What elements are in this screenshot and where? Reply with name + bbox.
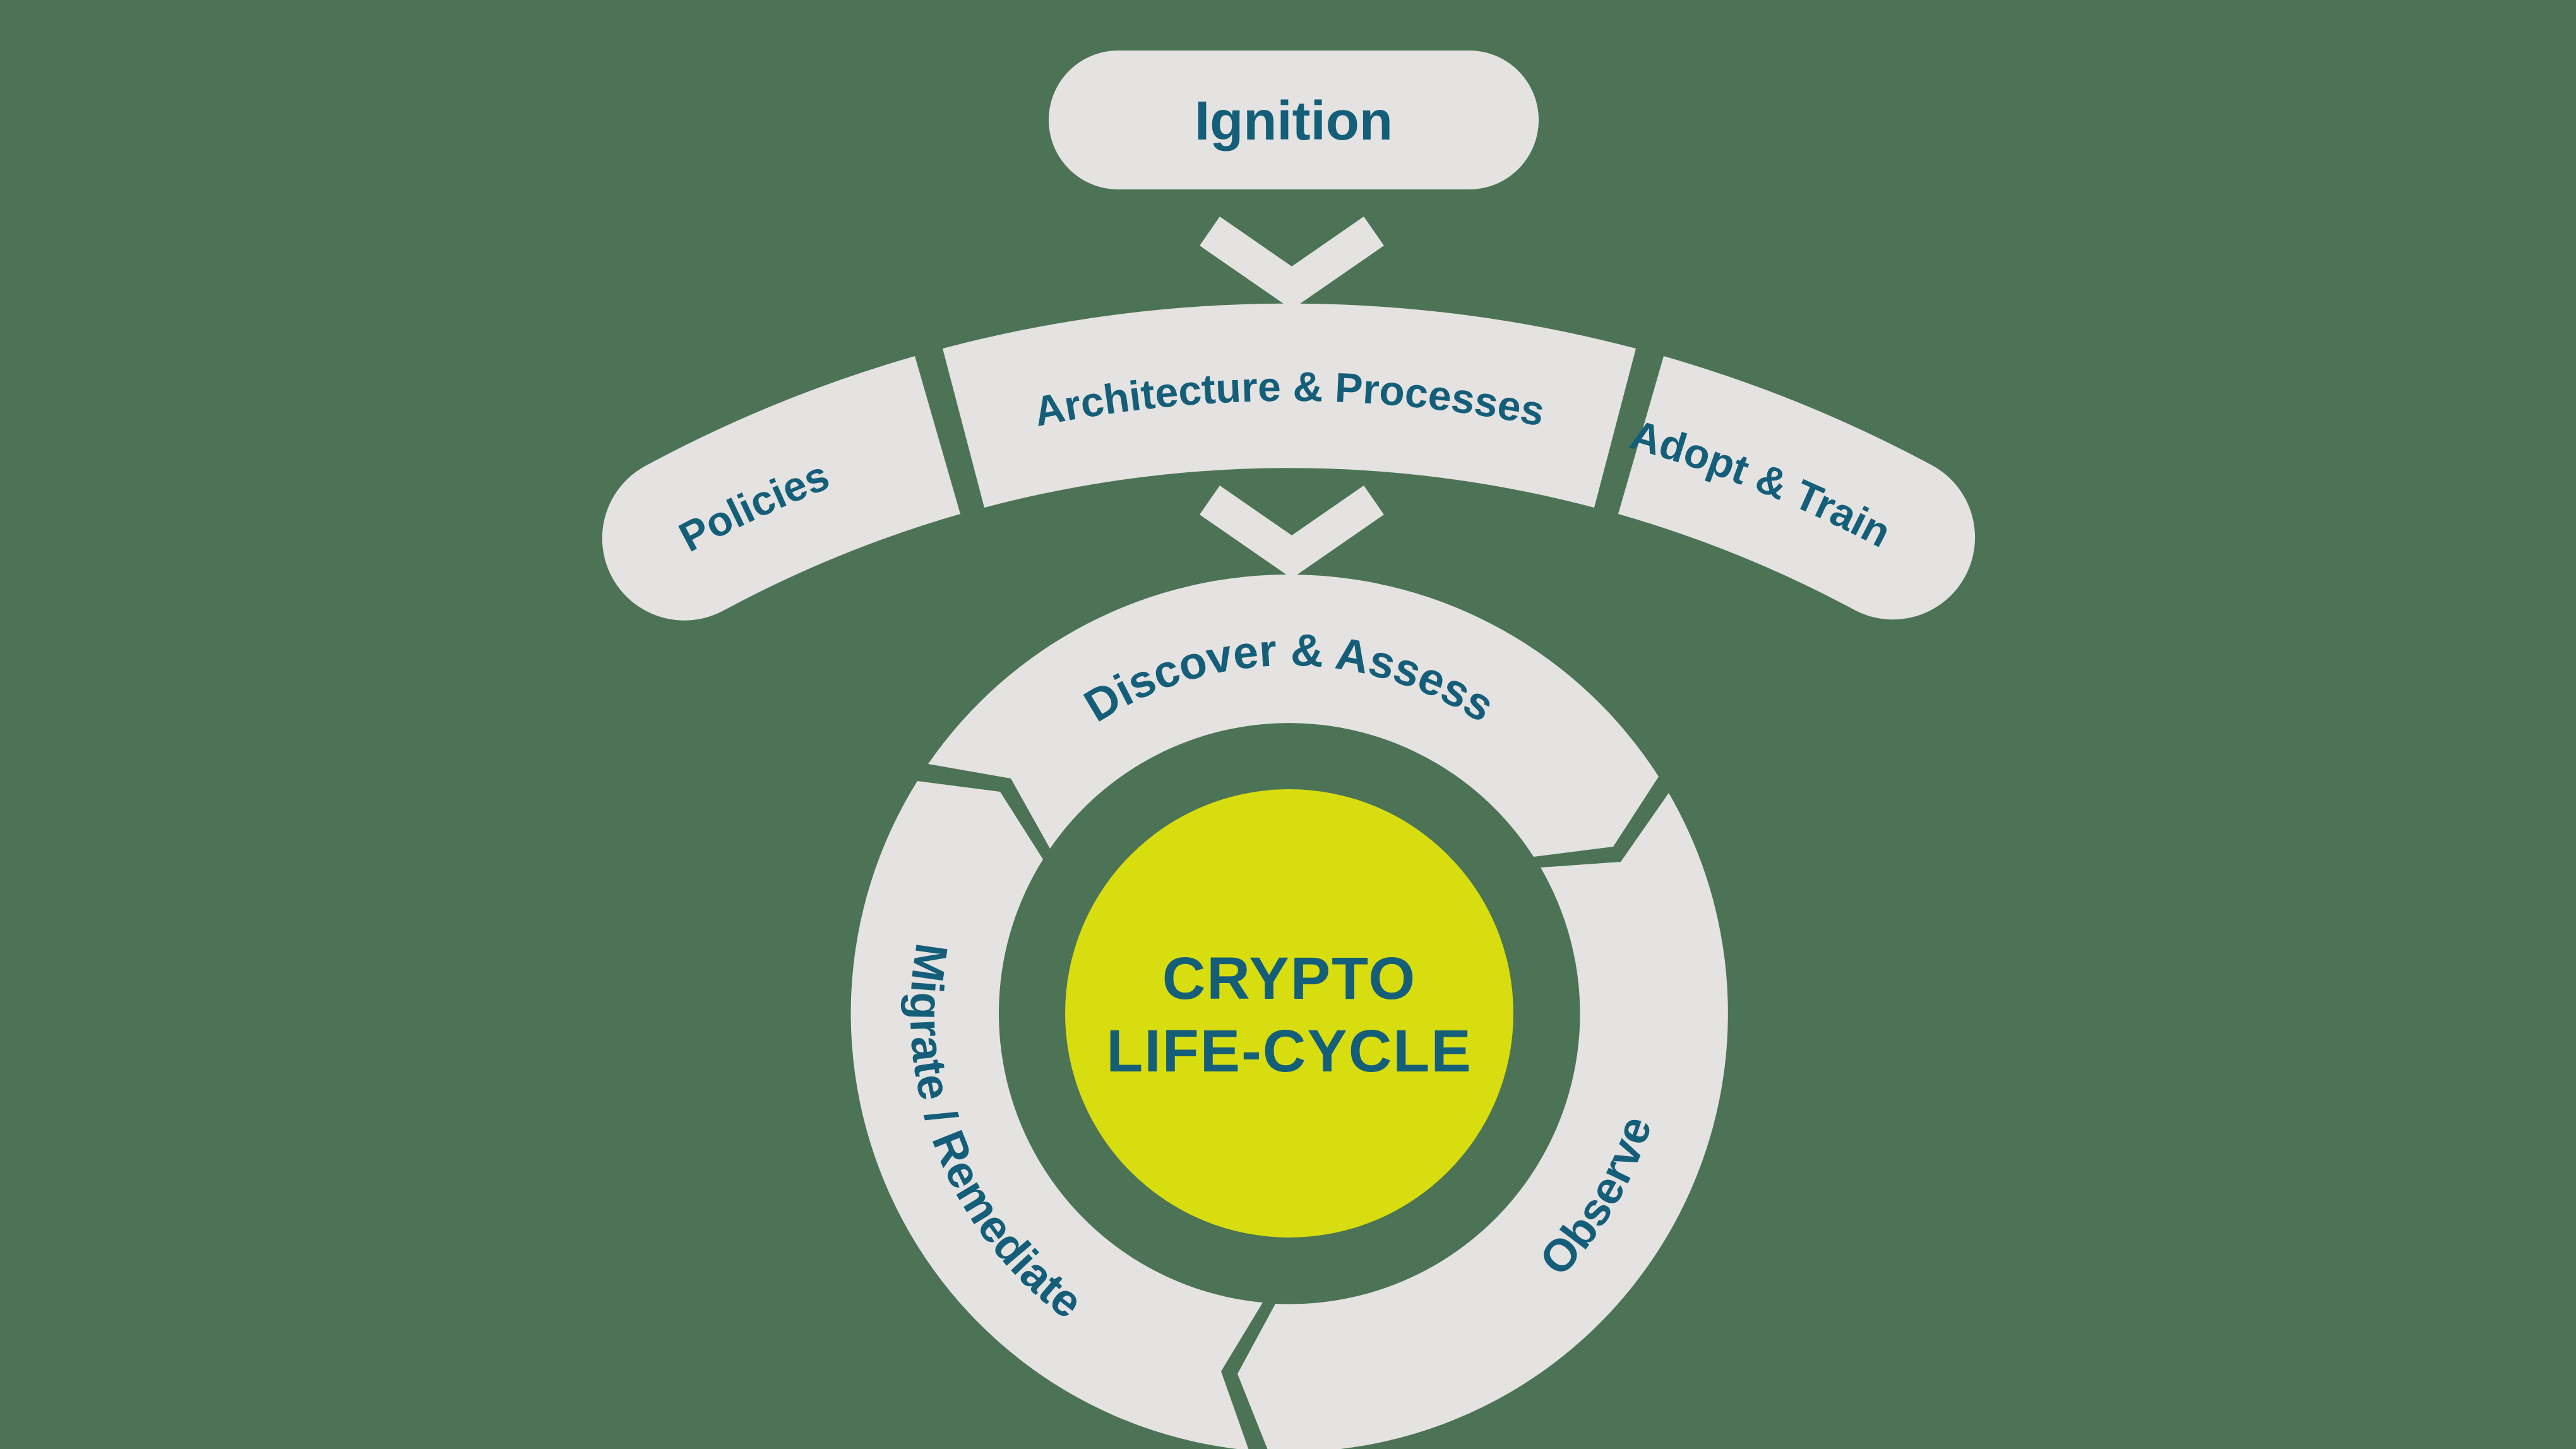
ignition-label: Ignition xyxy=(1195,90,1393,152)
arrow-down-icon xyxy=(1200,216,1384,310)
arrow-down-icon xyxy=(1200,485,1384,579)
ignition-pill xyxy=(1049,51,1539,189)
center-label-line1: CRYPTO xyxy=(1162,945,1417,1012)
lifecycle-ring: Discover & Assess Migrate / Remediate Ob… xyxy=(850,574,1728,1449)
ring-segment-discover-assess xyxy=(928,574,1659,857)
arc-segment-policies xyxy=(602,356,960,621)
center-label-line2: LIFE-CYCLE xyxy=(1106,1018,1472,1085)
arc-segment-architecture-processes xyxy=(943,303,1636,508)
center-circle xyxy=(1065,789,1513,1237)
ring-segment-observe xyxy=(1237,793,1728,1449)
ignition-node: Ignition xyxy=(1049,51,1539,189)
preparation-arc-band: Policies Architecture & Processes Adopt … xyxy=(602,303,1976,621)
arc-segment-adopt-train xyxy=(1618,356,1976,620)
ring-segment-migrate-remediate xyxy=(850,781,1263,1449)
